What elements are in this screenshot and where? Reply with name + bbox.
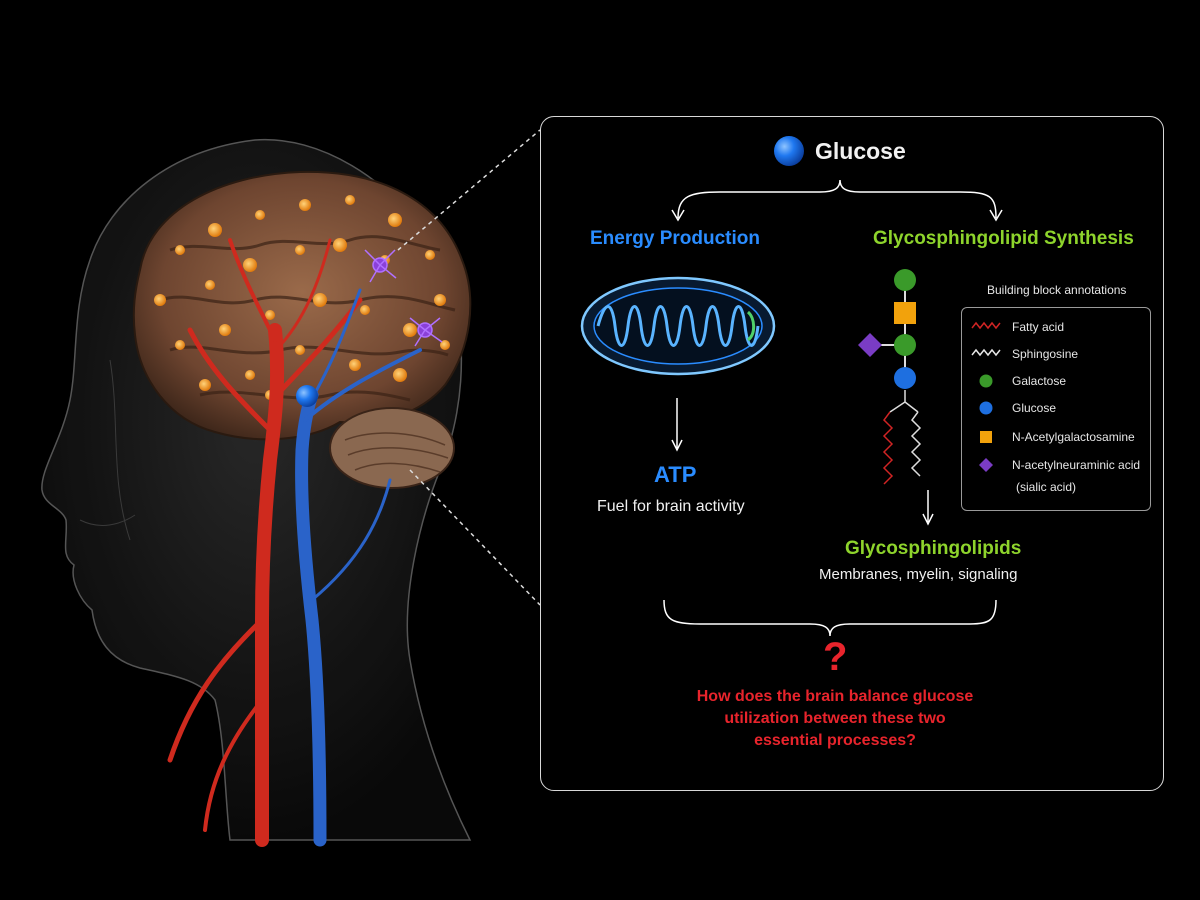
- legend-item-sialic-acid-note: (sialic acid): [1016, 480, 1077, 494]
- galactose-node: [894, 334, 916, 356]
- glucose-node: [894, 367, 916, 389]
- arrow-left-icon: [671, 209, 685, 222]
- energy-production-heading: Energy Production: [590, 228, 760, 249]
- sialic-acid-node: [858, 333, 882, 357]
- glucose-sphere-icon: [296, 385, 318, 407]
- glucose-icon: [774, 136, 804, 166]
- atp-label: ATP: [654, 462, 697, 487]
- legend-item-sphingosine: Sphingosine: [1012, 347, 1079, 361]
- glycosphingolipid-synthesis-heading: Glycosphingolipid Synthesis: [873, 228, 1134, 249]
- galactose-icon: [979, 374, 993, 388]
- galnac-icon: [980, 431, 992, 443]
- galnac-node: [894, 302, 916, 324]
- fatty-acid-icon: [971, 321, 1001, 330]
- sphingosine-icon: [971, 348, 1001, 357]
- glycosphingolipids-label: Glycosphingolipids: [845, 538, 1022, 559]
- annotations-title: Building block annotations: [987, 283, 1127, 297]
- legend-symbols: [971, 321, 1001, 472]
- arrow-down-icon: [922, 513, 934, 526]
- arrow-right-icon: [989, 209, 1003, 222]
- legend-item-fatty-acid: Fatty acid: [1012, 320, 1065, 334]
- blood-vessels: [167, 238, 422, 847]
- zoom-line-top: [397, 129, 541, 251]
- mitochondrion-icon: [580, 276, 776, 376]
- legend-item-sialic-acid: N-acetylneuraminic acid: [1012, 458, 1141, 472]
- legend-item-glucose: Glucose: [1012, 401, 1057, 415]
- annotation-legend: [961, 307, 1151, 511]
- atp-description: Fuel for brain activity: [597, 498, 745, 515]
- arrow-down-icon: [671, 439, 683, 452]
- legend-item-galactose: Galactose: [1012, 374, 1067, 388]
- question-mark: ?: [823, 635, 848, 679]
- glucose-legend-icon: [979, 401, 993, 415]
- glucose-fate-panel: [540, 116, 1164, 791]
- glycosphingolipids-description: Membranes, myelin, signaling: [819, 566, 1018, 583]
- glucose-title: Glucose: [815, 138, 906, 164]
- question-text: How does the brain balance glucose utili…: [696, 688, 974, 749]
- split-brace: [677, 179, 997, 219]
- galactose-node: [894, 269, 916, 291]
- neuron-icon: [364, 249, 443, 347]
- sialic-acid-icon: [979, 458, 993, 472]
- merge-brace: [663, 599, 997, 637]
- glycolipid-structure-icon: [858, 269, 922, 485]
- legend-item-galnac: N-Acetylgalactosamine: [1012, 430, 1135, 444]
